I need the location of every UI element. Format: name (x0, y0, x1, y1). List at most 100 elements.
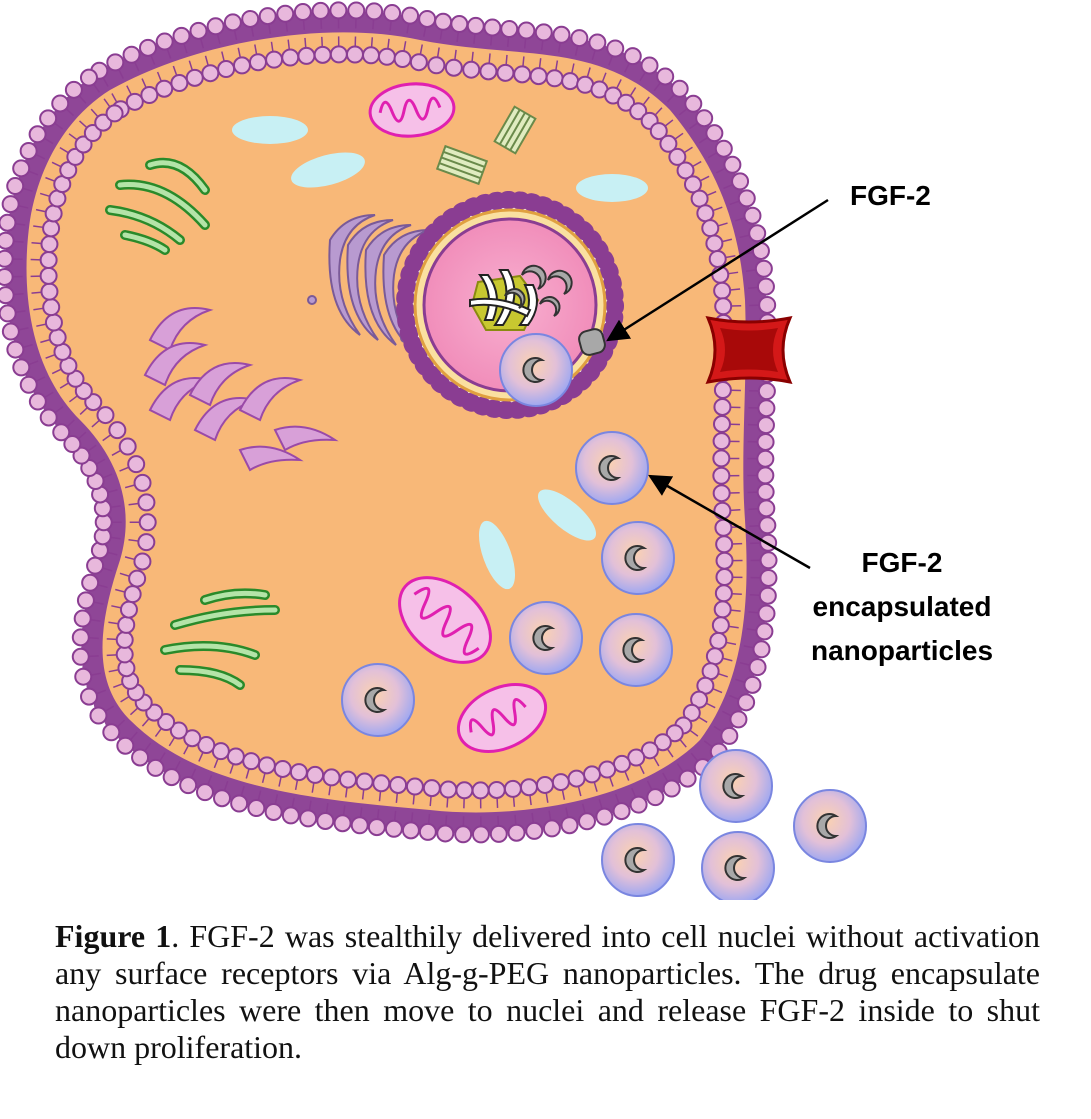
lipid-head (123, 585, 142, 604)
mitochondrion (368, 82, 456, 138)
lipid-head (128, 569, 147, 588)
lipid-head (712, 415, 731, 434)
arrow-fgf2 (606, 198, 829, 342)
lipid-head (276, 4, 295, 23)
lipid-head (653, 733, 672, 752)
lipid-head (561, 72, 580, 91)
lipid-head (422, 779, 441, 798)
fgf2-payload (532, 625, 556, 651)
nanoparticle (601, 823, 675, 897)
lipid-head (195, 783, 214, 802)
lipid-head (696, 204, 715, 223)
lipid-head (405, 777, 424, 796)
lipid-head (339, 770, 358, 789)
lipid-head (759, 568, 778, 587)
lipid-head (230, 794, 249, 813)
lipid-head (454, 825, 473, 844)
lipid-head (322, 768, 341, 787)
lipid-head (418, 9, 437, 28)
lipid-head (529, 67, 548, 86)
lipid-head (711, 616, 730, 635)
lipid-head (471, 781, 490, 800)
lipid-head (106, 53, 125, 72)
lipid-head (665, 724, 684, 743)
lipid-head (755, 622, 774, 641)
lipid-head (119, 600, 138, 619)
lipid-head (712, 484, 731, 503)
fgf2-payload (816, 813, 840, 839)
lipid-head (684, 94, 703, 113)
lipid-head (313, 45, 332, 64)
lipid-head (0, 213, 17, 232)
lipid-head (140, 85, 159, 104)
lipid-head (757, 382, 776, 401)
lipid-head (759, 551, 778, 570)
lipid-head (71, 647, 90, 666)
lipid-head (670, 79, 689, 98)
lipid-head (756, 432, 775, 451)
lipid-head (311, 1, 330, 20)
lipid-head (48, 328, 67, 347)
lipid-head (489, 824, 508, 843)
lipid-head (752, 640, 771, 659)
lipid-head (560, 816, 579, 835)
lipid-head (281, 806, 300, 825)
lipid-head (170, 74, 189, 93)
nanoparticle (599, 613, 673, 687)
lipid-head (350, 816, 369, 835)
fgf2-payload (364, 687, 388, 713)
lipid-head (401, 6, 420, 25)
lipid-head (226, 747, 245, 766)
lipid-head (598, 760, 617, 779)
lipid-head (89, 706, 108, 725)
lipid-head (28, 392, 47, 411)
fgf2-payload (624, 545, 648, 571)
label-nanoparticles-line2: encapsulated (813, 591, 992, 622)
lipid-head (241, 9, 260, 28)
lipid-head (595, 807, 614, 826)
lipid-head (758, 586, 777, 605)
lipid-head (44, 204, 63, 223)
lipid-head (169, 721, 188, 740)
nanoparticles (341, 333, 867, 900)
lipid-head (138, 513, 157, 532)
lipid-head (0, 267, 14, 286)
lipid-head (444, 58, 463, 77)
lipid-head (155, 32, 174, 51)
golgi-apparatus (307, 214, 430, 351)
lipid-head (83, 123, 102, 142)
lipid-head (748, 224, 767, 243)
lipid-head (329, 1, 348, 20)
lipid-head (118, 437, 137, 456)
lipid-head (466, 16, 485, 35)
lipid-head (72, 446, 91, 465)
lipid-head (683, 175, 702, 194)
lipid-head (365, 2, 384, 21)
lipid-head (551, 773, 570, 792)
lipid-head (623, 47, 642, 66)
lipid-head (450, 15, 469, 34)
lipid-head (264, 802, 283, 821)
lipid-head (122, 45, 141, 64)
lipid-head (713, 600, 732, 619)
lipid-head (606, 39, 625, 58)
lipid-head (44, 313, 63, 332)
lipid-head (713, 281, 732, 300)
lipid-head (393, 49, 412, 68)
vacuole (537, 489, 597, 541)
label-nanoparticles-line3: nanoparticles (811, 635, 993, 666)
lipid-head (248, 53, 267, 72)
lipid-head (756, 482, 775, 501)
label-nanoparticles-line1: FGF-2 (862, 547, 943, 578)
lipid-head (0, 304, 17, 323)
lipid-head (347, 1, 366, 20)
mitochondria (368, 82, 548, 753)
lipid-head (39, 408, 58, 427)
lipid-head (545, 69, 564, 88)
lipid-head (629, 102, 648, 121)
fgf2-payload (622, 637, 646, 663)
lipid-head (507, 823, 526, 842)
lipid-head (462, 60, 481, 79)
lipid-head (646, 788, 665, 807)
surface-receptor (705, 315, 793, 385)
